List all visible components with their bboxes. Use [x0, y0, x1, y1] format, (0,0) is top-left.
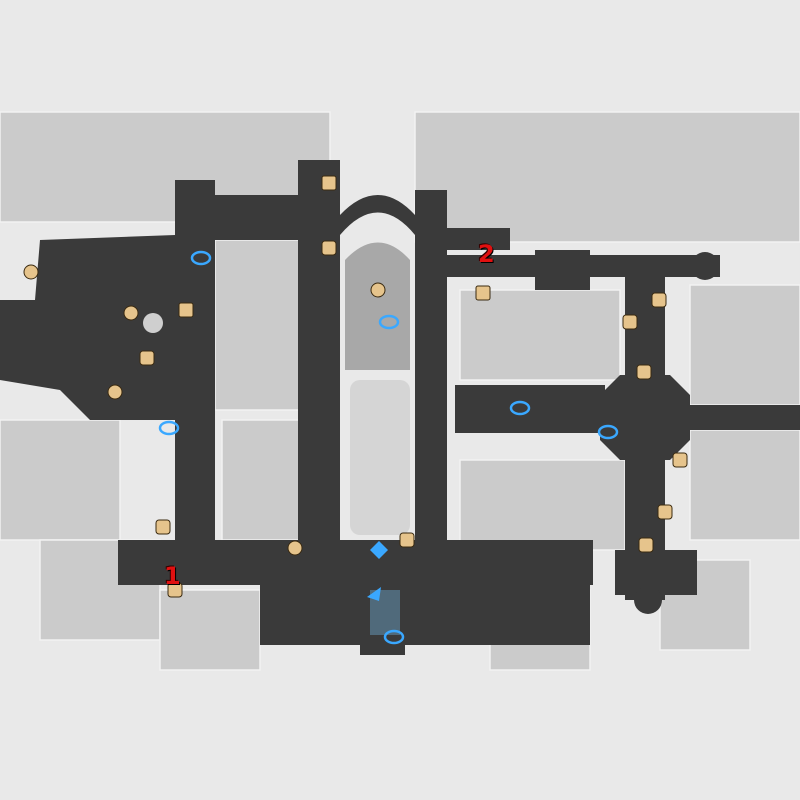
shop-bag-icon[interactable] [657, 504, 673, 520]
shop-bag-icon[interactable] [651, 292, 667, 308]
shop-bag-icon[interactable] [636, 364, 652, 380]
orb-icon[interactable] [370, 282, 386, 298]
shop-bag-icon[interactable] [672, 452, 688, 468]
orb-icon[interactable] [107, 384, 123, 400]
shop-bag-icon[interactable] [139, 350, 155, 366]
puzzle-icon[interactable] [475, 285, 491, 301]
orb-icon[interactable] [23, 264, 39, 280]
space-anchor-icon[interactable] [158, 420, 180, 436]
walkable-layer [0, 160, 800, 655]
space-anchor-icon[interactable] [190, 250, 212, 266]
shop-bag-icon[interactable] [622, 314, 638, 330]
space-anchor-icon[interactable] [597, 424, 619, 440]
orb-icon[interactable] [287, 540, 303, 556]
shop-bag-icon[interactable] [321, 240, 337, 256]
space-anchor-icon[interactable] [509, 400, 531, 416]
markers-layer [23, 175, 688, 645]
orb-icon[interactable] [123, 305, 139, 321]
shop-bag-icon[interactable] [638, 537, 654, 553]
map-label-1: 1 [164, 562, 181, 590]
buildings-layer [0, 111, 800, 671]
courtyard-layer [143, 242, 410, 635]
map-label-2: 2 [478, 240, 495, 268]
space-anchor-icon[interactable] [383, 629, 405, 645]
shop-bag-icon[interactable] [399, 532, 415, 548]
player-arrow-icon[interactable] [367, 587, 381, 601]
shop-bag-icon[interactable] [155, 519, 171, 535]
treasure-chest-icon[interactable] [167, 582, 183, 598]
waypoint-diamond-icon[interactable] [370, 541, 388, 559]
puzzle-icon[interactable] [178, 302, 194, 318]
space-anchor-icon[interactable] [378, 314, 400, 330]
puzzle-icon[interactable] [321, 175, 337, 191]
